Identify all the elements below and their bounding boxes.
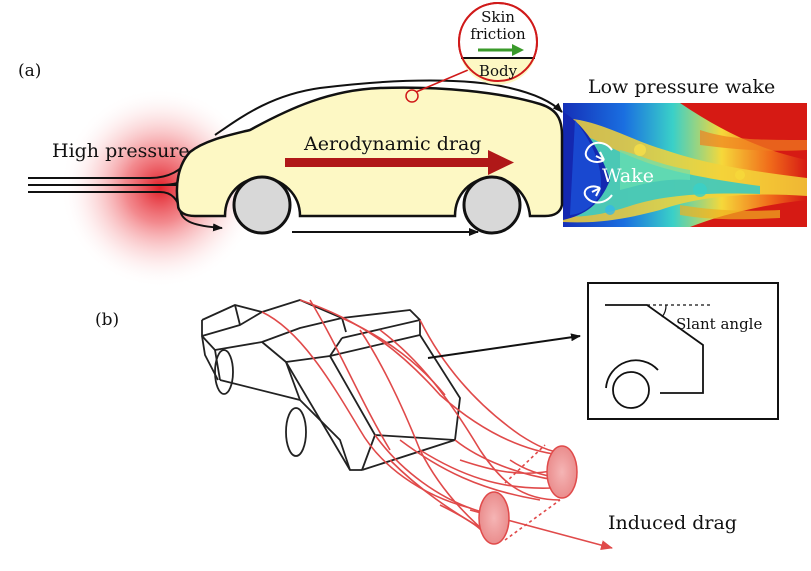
- vortex-cylinder-upper: [546, 445, 578, 499]
- trailing-vortices: [261, 299, 613, 550]
- wake-label: Wake: [602, 165, 654, 187]
- skin-friction-inset: Skin friction Body: [405, 2, 538, 103]
- skin-friction-line2: friction: [470, 25, 526, 43]
- skin-friction-body: Body: [479, 62, 518, 80]
- wake-vortex-lower: [583, 185, 613, 204]
- panel-a: (a) Low pressure wake Wake: [18, 2, 807, 288]
- rear-wheel: [462, 175, 522, 235]
- skin-friction-line1: Skin: [481, 8, 515, 26]
- drag-arrow: [285, 150, 514, 175]
- slant-pointer: [427, 333, 581, 359]
- panel-b: (b): [95, 282, 779, 550]
- slant-angle-inset: Slant angle: [587, 282, 779, 420]
- high-pressure-label: High pressure: [52, 140, 190, 162]
- vortex-cylinder-lower: [478, 491, 510, 545]
- drag-label: Aerodynamic drag: [303, 133, 481, 155]
- panel-b-label: (b): [95, 310, 119, 330]
- front-wheel: [232, 175, 292, 235]
- wireframe-car: [201, 299, 461, 471]
- panel-a-label: (a): [18, 61, 41, 81]
- wake-vortex-upper: [584, 141, 613, 163]
- wake-field: [563, 103, 807, 227]
- high-pressure-zone: [60, 88, 260, 288]
- induced-drag-label: Induced drag: [608, 512, 737, 534]
- wake-title: Low pressure wake: [588, 76, 775, 98]
- slant-angle-label: Slant angle: [676, 315, 762, 333]
